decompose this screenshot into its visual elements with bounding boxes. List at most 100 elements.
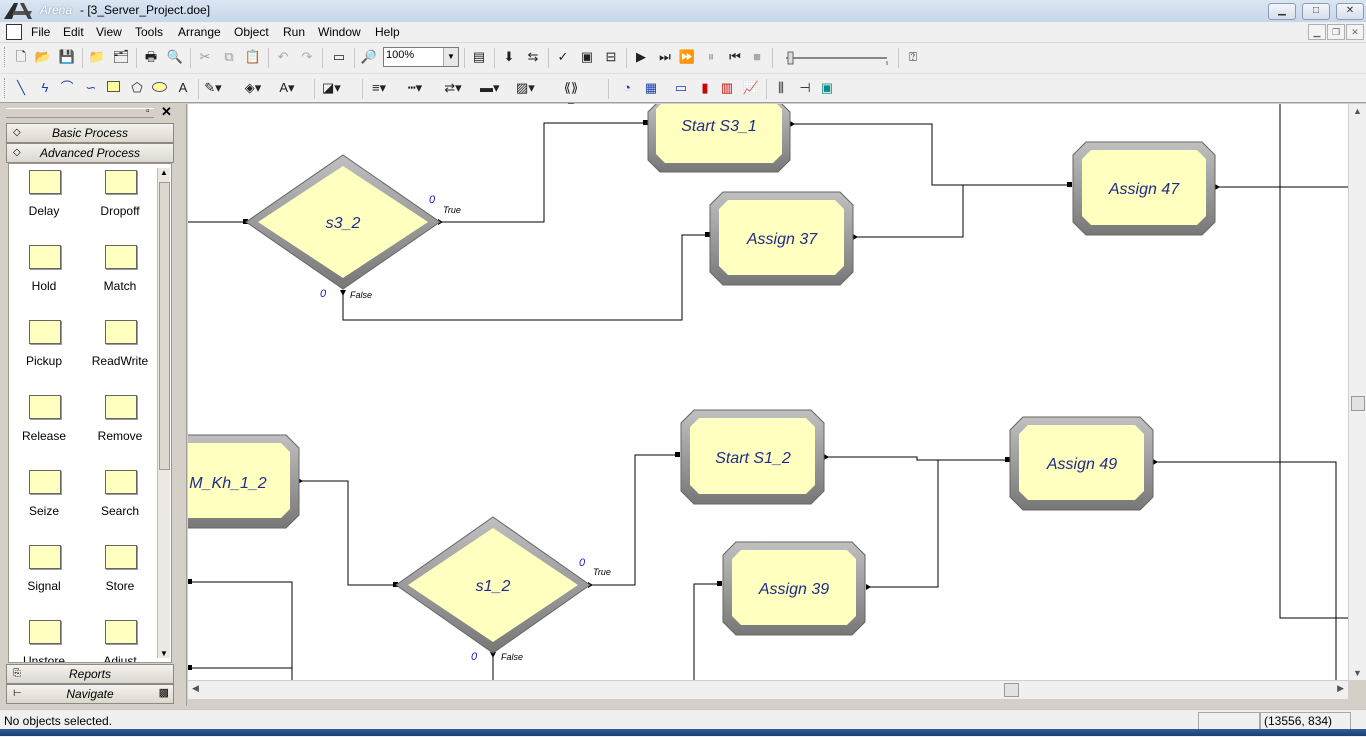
fast-forward-icon[interactable]: ⏩ (678, 49, 696, 64)
panel-reports[interactable]: ⎘ Reports (6, 664, 174, 684)
model-canvas[interactable]: Start S3_1 Assign 47 Assign 37 Start S1_… (188, 104, 1348, 680)
toolbar-grip[interactable] (4, 78, 8, 98)
module-hold[interactable]: Hold (9, 239, 79, 299)
animation-speed-slider[interactable] (784, 51, 889, 65)
module-scroll-thumb[interactable] (159, 182, 170, 470)
connector[interactable] (855, 185, 964, 238)
vertical-scrollbar[interactable]: ▲ ▼ (1348, 104, 1366, 680)
menu-arrange[interactable]: Arrange (178, 25, 221, 39)
module-scrollbar[interactable]: ▲ ▼ (157, 168, 170, 658)
redo-icon[interactable]: ↷ (301, 49, 313, 64)
print-icon[interactable]: 🖶 (144, 49, 158, 64)
module-signal[interactable]: Signal (9, 539, 79, 599)
module-adjust[interactable]: Adjust (85, 614, 155, 662)
scroll-right-icon[interactable]: ▶ (1337, 683, 1344, 693)
step-icon[interactable]: ⏭ (659, 49, 671, 64)
polyline-icon[interactable]: ϟ (41, 80, 49, 95)
module-store[interactable]: Store (85, 539, 155, 599)
text-icon[interactable]: A (178, 80, 188, 95)
layers-icon[interactable]: ▤ (472, 49, 486, 64)
connector[interactable] (188, 581, 293, 680)
ellipse-icon[interactable] (150, 79, 168, 97)
connector[interactable] (440, 122, 646, 223)
menu-file[interactable]: File (31, 25, 51, 39)
horizontal-scroll-thumb[interactable] (1004, 683, 1019, 697)
connector[interactable] (590, 454, 678, 586)
queue-icon[interactable]: ⫼ (778, 80, 784, 95)
resource-icon[interactable]: ⊣ (799, 80, 811, 95)
stop-icon[interactable]: ■ (753, 49, 761, 64)
menu-tools[interactable]: Tools (135, 25, 164, 39)
text-color-icon[interactable]: A▾ (279, 80, 295, 95)
connector[interactable] (1155, 461, 1337, 680)
block-start-s1-2[interactable]: Start S1_2 (680, 409, 825, 505)
horizontal-scrollbar[interactable]: ◀ ▶ (188, 680, 1348, 699)
fill-pattern-icon[interactable]: ▨▾ (516, 80, 535, 95)
date-icon[interactable]: ▦ (644, 80, 658, 95)
bezier-icon[interactable]: ∽ (85, 80, 97, 95)
polygon-icon[interactable]: ⬠ (131, 80, 143, 95)
decide-s3-2[interactable]: s3_2 (245, 154, 441, 290)
maximize-button[interactable]: □ (1302, 3, 1330, 20)
thumbnail-icon[interactable]: ▩ (158, 687, 169, 699)
block-assign-47[interactable]: Assign 47 (1072, 141, 1216, 236)
save-icon[interactable]: 💾 (58, 49, 76, 64)
detach-icon[interactable]: 🗂 (112, 49, 130, 64)
clock-icon[interactable]: ◔ (623, 80, 631, 95)
line-width-icon[interactable]: ≡▾ (371, 80, 387, 95)
view-window-icon[interactable]: ▭ (332, 49, 346, 64)
arrow-style-icon[interactable]: ⇄▾ (444, 80, 462, 95)
zoom-icon[interactable]: 🔎 (360, 49, 378, 64)
module-search[interactable]: Search (85, 464, 155, 524)
module-pickup[interactable]: Pickup (9, 314, 79, 374)
panel-basic-process[interactable]: ◇ Basic Process (6, 123, 174, 143)
check-model-icon[interactable]: ✓ (557, 49, 569, 64)
module-readwrite[interactable]: ReadWrite (85, 314, 155, 374)
menu-edit[interactable]: Edit (63, 25, 84, 39)
cut-icon[interactable]: ✂ (199, 49, 211, 64)
connector[interactable] (342, 234, 708, 321)
menu-object[interactable]: Object (234, 25, 269, 39)
vertical-scroll-thumb[interactable] (1351, 396, 1365, 411)
connector[interactable] (300, 480, 396, 586)
scroll-up-icon[interactable]: ▲ (1353, 106, 1362, 116)
menu-window[interactable]: Window (318, 25, 361, 39)
histogram-icon[interactable]: ▥ (720, 80, 734, 95)
fill-color-icon[interactable]: ◈▾ (244, 80, 262, 95)
run-setup-icon[interactable]: ▣ (580, 49, 594, 64)
box-icon[interactable] (104, 79, 122, 97)
line-icon[interactable]: ╲ (17, 80, 25, 95)
paste-icon[interactable]: 📋 (244, 49, 262, 64)
plot-icon[interactable]: 📈 (742, 80, 760, 95)
scroll-up-icon[interactable]: ▲ (160, 168, 168, 177)
line-style-icon[interactable]: ┅▾ (407, 80, 423, 95)
module-dropoff[interactable]: Dropoff (85, 164, 155, 224)
block-assign-37[interactable]: Assign 37 (709, 191, 854, 286)
scroll-down-icon[interactable]: ▼ (1353, 668, 1362, 678)
connector[interactable] (826, 456, 1008, 461)
connector[interactable] (693, 583, 720, 680)
print-preview-icon[interactable]: 🔍 (166, 49, 184, 64)
expression-icon[interactable]: ⟪⟫▾ (563, 80, 579, 113)
panel-navigate[interactable]: ⊢ Navigate ▩ (6, 684, 174, 704)
restore-icon[interactable]: ▫ (146, 106, 150, 117)
variable-icon[interactable]: ▭ (674, 80, 688, 95)
animate-icon[interactable]: ⊟ (605, 49, 617, 64)
document-icon[interactable] (6, 24, 22, 40)
mdi-close-button[interactable]: ✕ (1346, 24, 1364, 40)
block-assign-39[interactable]: Assign 39 (722, 541, 866, 636)
background-color-icon[interactable]: ◪▾ (322, 80, 341, 95)
module-unstore[interactable]: Unstore (9, 614, 79, 662)
module-remove[interactable]: Remove (85, 389, 155, 449)
mdi-minimize-button[interactable]: ▁ (1308, 24, 1326, 40)
panel-advanced-process[interactable]: ◇ Advanced Process (6, 143, 174, 163)
copy-icon[interactable]: ⧉ (224, 49, 234, 64)
menu-help[interactable]: Help (375, 25, 400, 39)
undo-icon[interactable]: ↶ (277, 49, 289, 64)
zoom-select[interactable]: 100% ▼ (383, 47, 459, 67)
chevron-down-icon[interactable]: ▼ (443, 48, 458, 66)
close-icon[interactable]: ✕ (161, 104, 172, 119)
mdi-restore-button[interactable]: ❐ (1327, 24, 1345, 40)
minimize-button[interactable]: ▁ (1268, 3, 1296, 20)
line-color-icon[interactable]: ✎▾ (204, 80, 222, 95)
